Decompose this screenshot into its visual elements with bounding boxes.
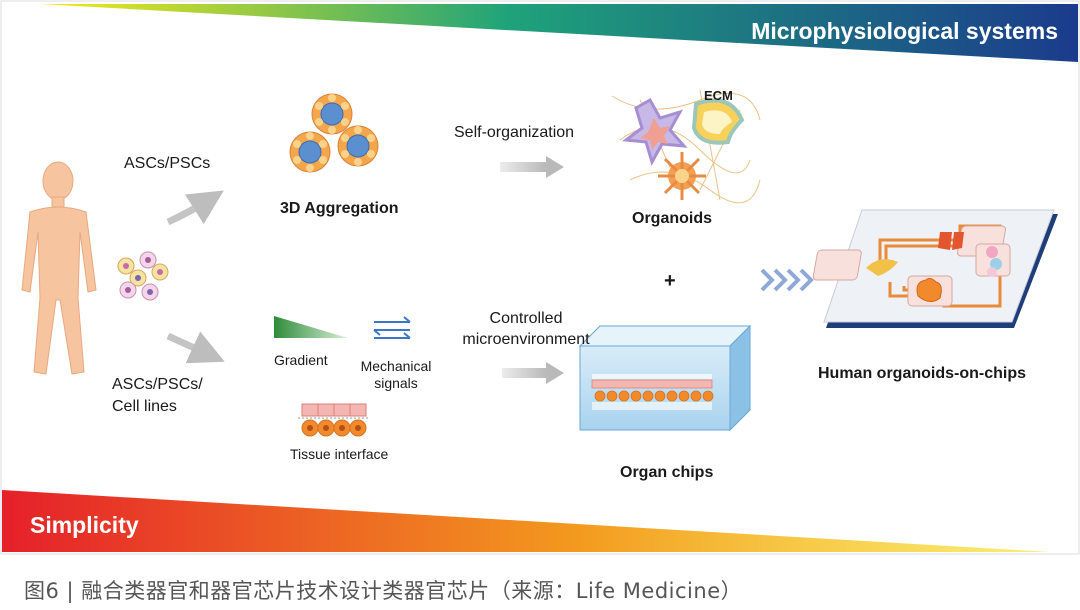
stem-cells-icon [117,251,169,301]
bottom-banner [2,490,1050,552]
organoids-ecm-icon [611,89,761,204]
top-banner [40,4,1078,62]
human-body-icon [21,161,97,375]
label-mechanical-line2: signals [374,375,418,391]
organ-chip-icon [578,324,752,432]
figure-caption: 图6 | 融合类器官和器官芯片技术设计类器官芯片（来源：Life Medicin… [24,579,743,603]
organoids-on-chip-platform-icon [812,209,1058,328]
plus-sign: + [664,270,676,292]
aggregate-spheroids-icon [289,93,379,173]
label-ascs-pscs-cell-lines-line2: Cell lines [112,398,177,415]
label-controlled-line2: microenvironment [462,331,590,348]
banner-title-simplicity: Simplicity [30,512,139,538]
label-tissue-interface: Tissue interface [290,446,389,462]
label-gradient: Gradient [274,352,328,368]
arrow-down-icon [166,331,225,364]
label-organoids: Organoids [632,210,713,227]
arrow-microenvironment-icon [502,368,546,378]
figure: Microphysiological systems Simplicity AS… [0,0,1080,555]
arrow-self-organization-icon [500,162,546,172]
label-ecm: ECM [704,88,733,103]
label-self-organization: Self-organization [454,124,575,141]
arrow-up-icon [166,190,224,226]
tissue-interface-icon [298,403,370,437]
label-mechanical-line1: Mechanical [360,358,432,374]
arrowhead-icon [546,362,564,384]
diagram-canvas [0,0,1080,555]
label-human-organoids-on-chips: Human organoids-on-chips [818,365,1026,382]
label-organ-chips: Organ chips [620,464,714,481]
mechanical-arrows-icon [373,316,411,339]
label-3d-aggregation: 3D Aggregation [280,200,399,217]
label-ascs-pscs-cell-lines-line1: ASCs/PSCs/ [112,376,203,393]
arrowhead-icon [546,156,564,178]
label-controlled-line1: Controlled [489,310,563,327]
label-ascs-pscs: ASCs/PSCs [124,155,211,172]
gradient-wedge-icon [274,316,348,338]
chevrons-right-icon [760,268,814,292]
banner-title-microphysiological: Microphysiological systems [751,18,1058,44]
